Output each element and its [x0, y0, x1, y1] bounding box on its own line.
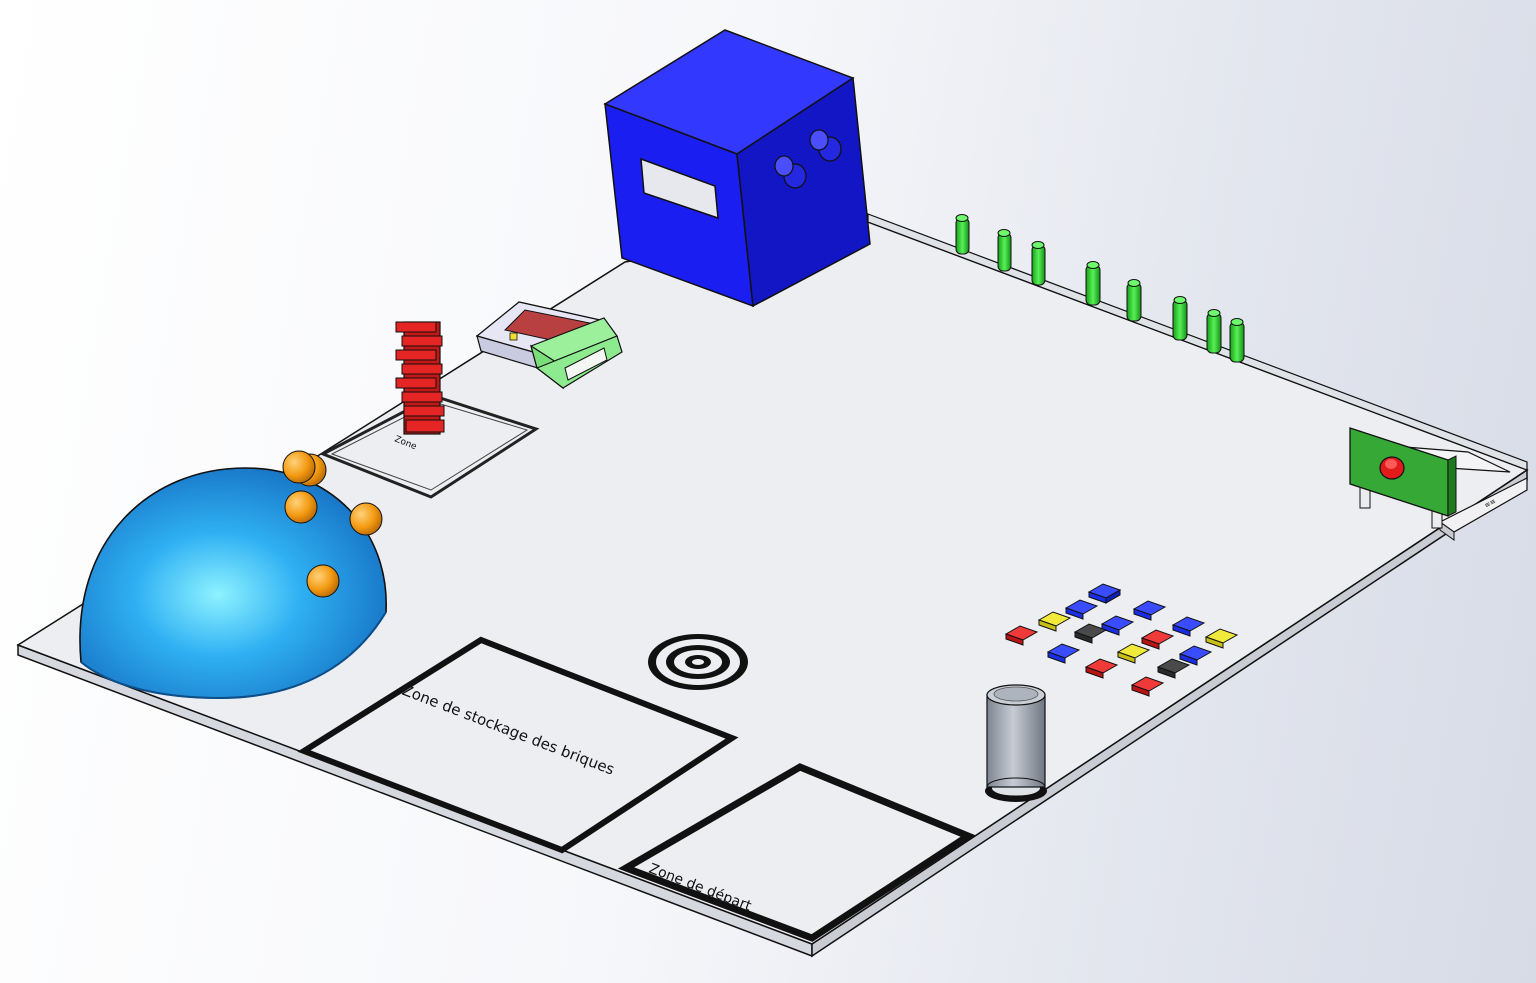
brick-yellow[interactable]	[1205, 636, 1224, 649]
green-post[interactable]	[1229, 318, 1245, 363]
green-post[interactable]	[997, 229, 1012, 272]
brick-dark[interactable]	[1074, 631, 1093, 644]
control-box-side	[736, 76, 871, 308]
button-panel[interactable]: ≡≡	[1349, 427, 1528, 541]
brick-dark[interactable]	[1157, 666, 1176, 679]
brick-blue[interactable]	[1101, 623, 1120, 636]
target-icon[interactable]	[648, 634, 748, 690]
posts	[955, 214, 1245, 363]
display-screen	[640, 157, 719, 220]
green-post[interactable]	[955, 214, 970, 255]
green-post[interactable]	[1206, 309, 1222, 354]
brick-blue[interactable]	[1133, 608, 1152, 621]
brick-red[interactable]	[1141, 637, 1160, 650]
brick-blue[interactable]	[1179, 653, 1198, 666]
brick-red[interactable]	[1005, 633, 1024, 646]
crate[interactable]	[475, 301, 623, 390]
crate-window	[564, 347, 608, 381]
brick-tower[interactable]	[395, 321, 445, 435]
brick-red[interactable]	[1085, 666, 1104, 679]
brick-blue[interactable]	[1105, 589, 1121, 604]
brick-blue[interactable]	[1065, 607, 1084, 620]
panel-board-edge	[1447, 455, 1457, 517]
brick-red[interactable]	[1131, 684, 1150, 697]
brick-grid	[1004, 583, 1239, 697]
dome[interactable]	[79, 467, 387, 700]
orange-ball[interactable]	[306, 564, 340, 598]
green-post[interactable]	[1172, 296, 1188, 341]
red-button-cap	[1385, 459, 1397, 469]
brick-blue[interactable]	[1172, 624, 1191, 637]
knob-1[interactable]	[774, 155, 807, 189]
can[interactable]	[985, 684, 1047, 802]
green-post[interactable]	[1085, 261, 1101, 306]
balls	[282, 450, 383, 598]
can-top-ring	[993, 686, 1039, 702]
green-post[interactable]	[1031, 241, 1046, 286]
brick-blue[interactable]	[1047, 651, 1066, 664]
orange-ball[interactable]	[284, 490, 318, 524]
control-box[interactable]	[603, 29, 871, 308]
knob-2[interactable]	[809, 129, 842, 162]
brick-yellow[interactable]	[1117, 651, 1136, 664]
can-bottom-edge	[986, 777, 1046, 797]
orange-ball[interactable]	[282, 450, 316, 484]
dome-rim	[80, 611, 387, 700]
crate-marker	[509, 332, 518, 341]
can-body	[986, 694, 1046, 788]
orange-ball[interactable]	[349, 502, 383, 536]
green-post[interactable]	[1126, 279, 1142, 322]
brick-yellow[interactable]	[1038, 619, 1057, 632]
